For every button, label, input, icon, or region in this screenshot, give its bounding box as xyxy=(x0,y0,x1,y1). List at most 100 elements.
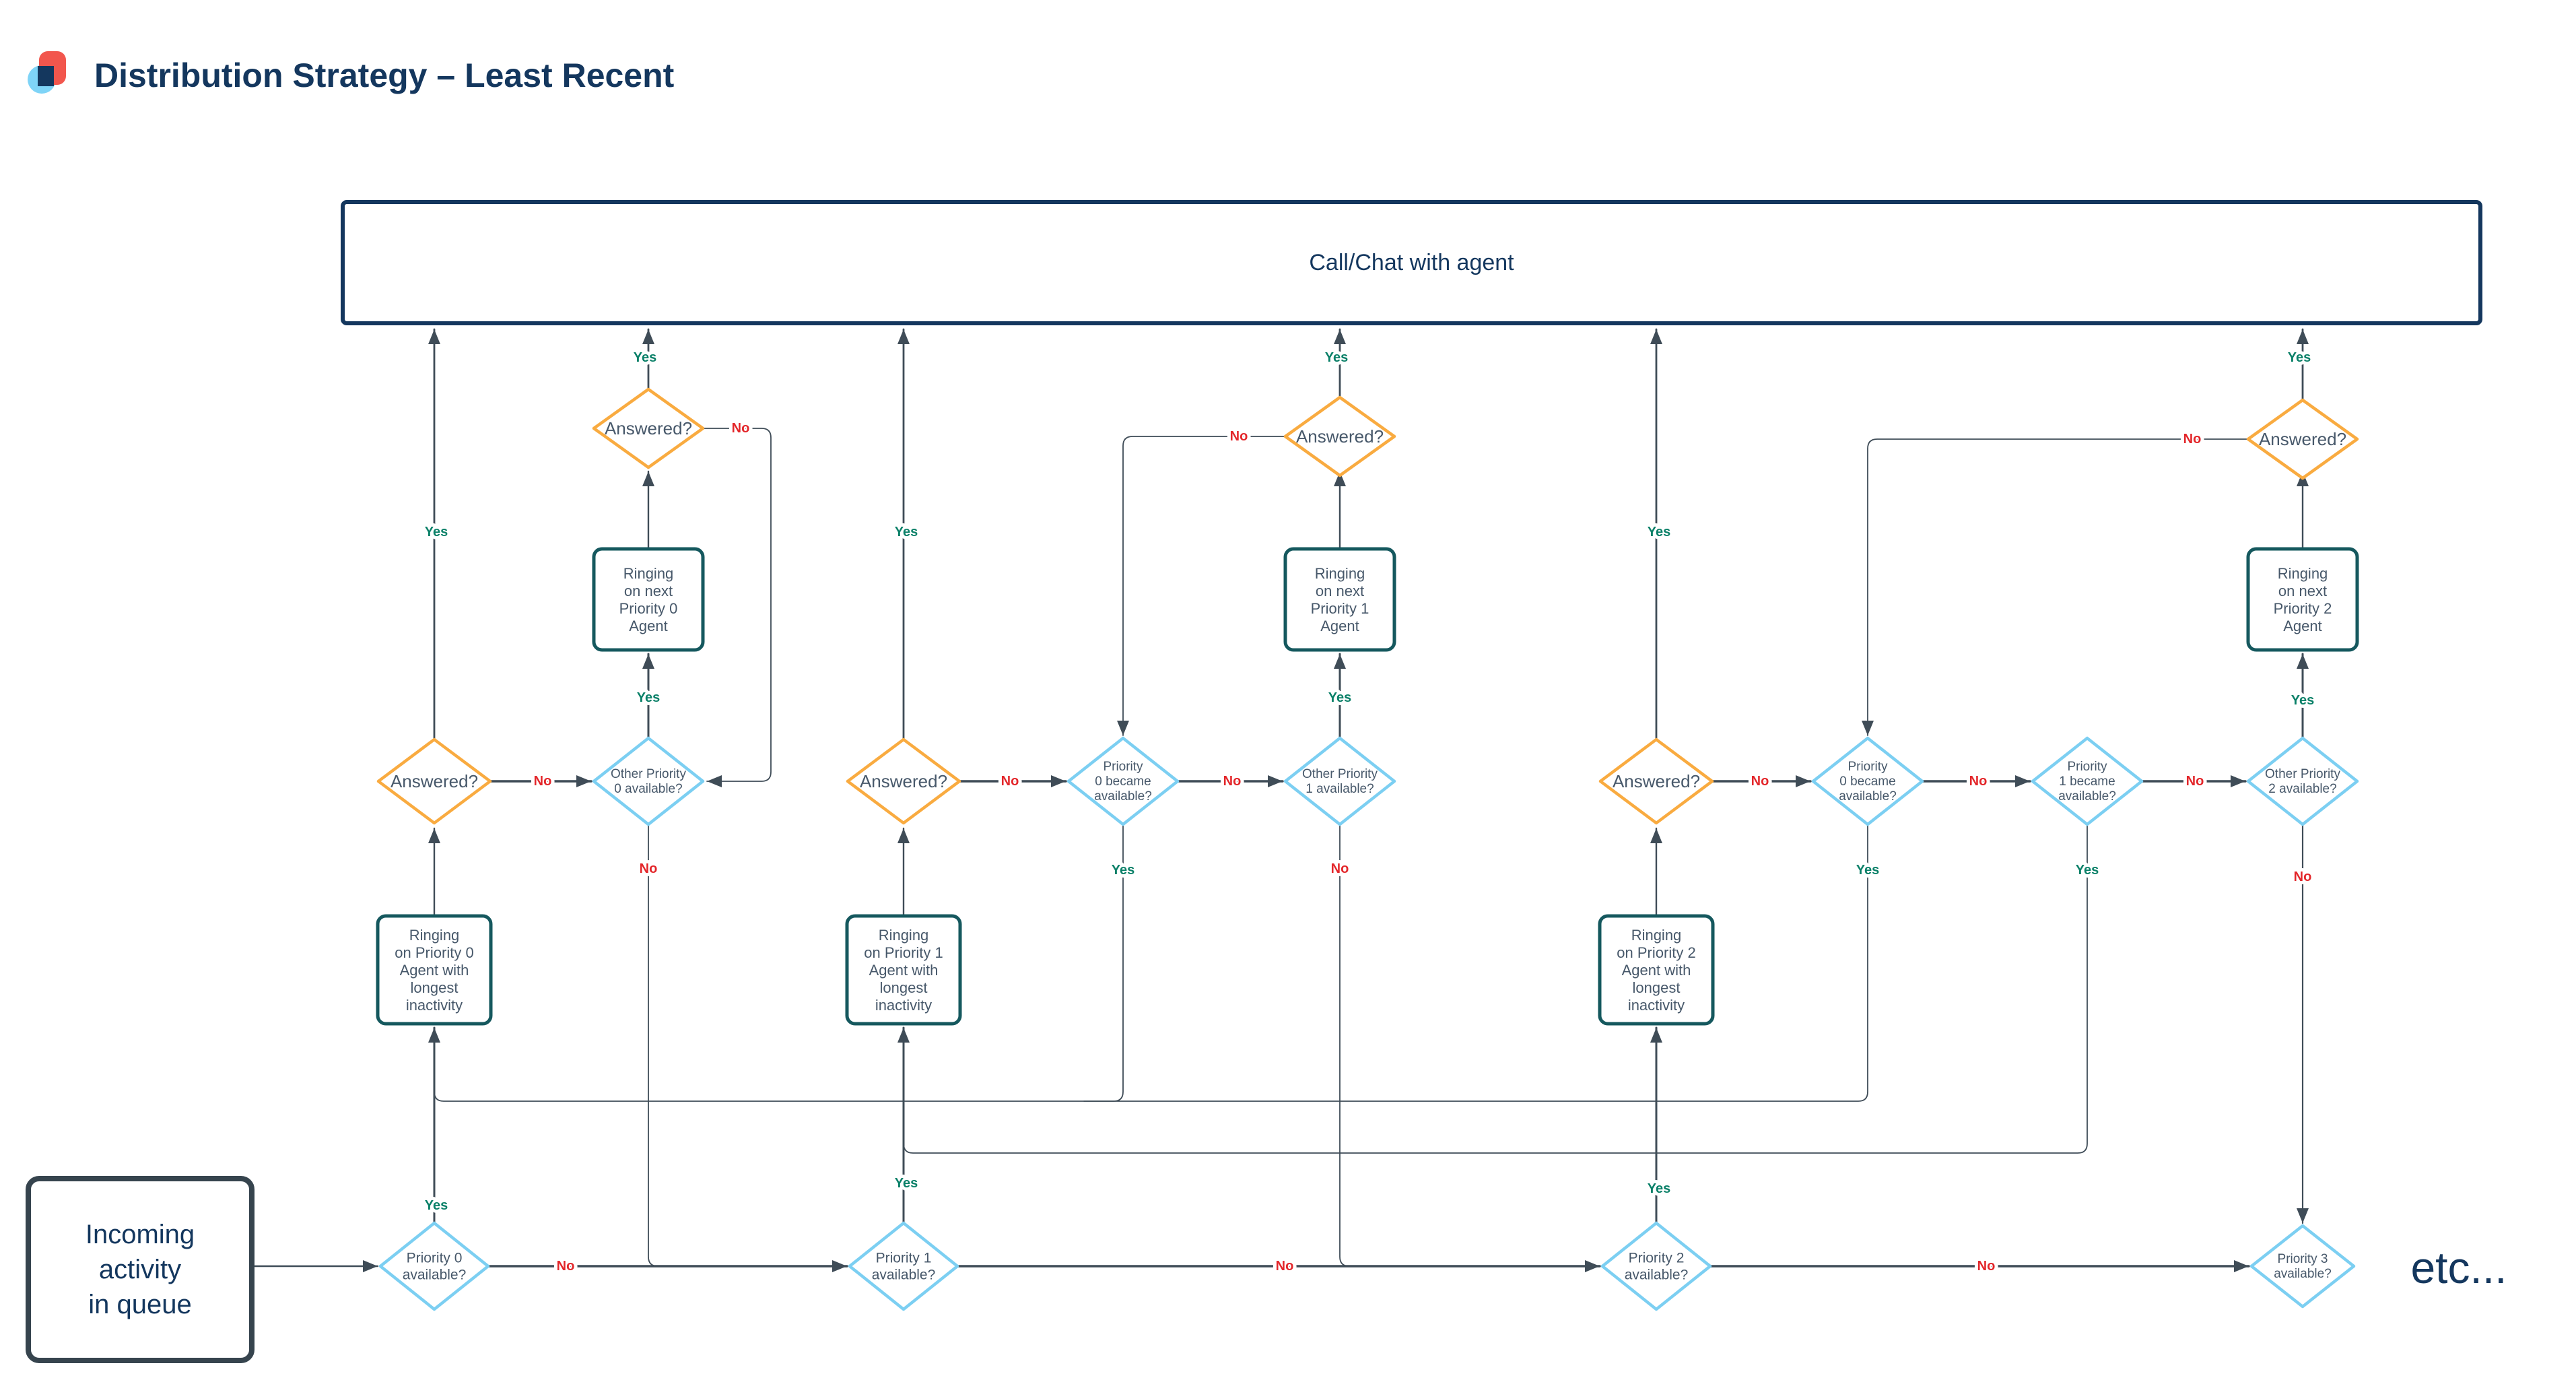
answered-top-3-label: Answered? xyxy=(2259,429,2346,449)
edge-answered-top-3-no-to-p0-became-2 xyxy=(1862,438,2249,736)
no-label-9: No xyxy=(2183,432,2202,447)
answered-top-2-label: Answered? xyxy=(1296,426,1384,447)
other-priority-2-available-shape xyxy=(2246,736,2359,826)
priority-1-became-available-shape xyxy=(2031,736,2144,826)
node-answered-mid-1: Answered? xyxy=(376,737,492,825)
incoming-activity-in-queue-shape xyxy=(26,1176,255,1363)
edge-p1-became-yes-return xyxy=(903,824,2088,1154)
priority-0-became-available-2-shape xyxy=(1811,736,1924,826)
node-call-chat-with-agent: Call/Chat with agent xyxy=(341,200,2482,325)
node-answered-mid-3: Answered? xyxy=(1598,737,1714,825)
edge-answered-top-2-no-to-p0-became xyxy=(1117,436,1286,736)
answered-mid-2-label: Answered? xyxy=(860,771,947,791)
yes-label-11: Yes xyxy=(895,1176,918,1191)
ringing-longest-priority-2-shape xyxy=(1598,914,1715,1026)
no-label-14: No xyxy=(1276,1259,1294,1274)
node-answered-top-2: Answered? xyxy=(1283,395,1396,478)
no-label-13: No xyxy=(557,1259,575,1274)
node-answered-top-1: Answered? xyxy=(592,387,705,469)
yes-label-8: Yes xyxy=(1328,690,1351,705)
node-answered-top-3: Answered? xyxy=(2246,398,2359,480)
edge-answered-top-1-no-loop xyxy=(702,428,772,787)
yes-label-2: Yes xyxy=(895,525,918,539)
answered-mid-3-shape xyxy=(1598,737,1714,825)
answered-top-1-shape xyxy=(592,387,705,469)
flowchart-logo-icon xyxy=(28,51,66,94)
answered-top-2-shape xyxy=(1283,395,1396,478)
yes-label-5: Yes xyxy=(1325,350,1348,365)
no-label-3: No xyxy=(1223,774,1242,789)
no-label-12: No xyxy=(2294,869,2312,884)
ringing-next-priority-0-shape xyxy=(592,547,705,652)
answered-top-1-label: Answered? xyxy=(605,418,692,438)
priority-2-available-shape xyxy=(1600,1221,1712,1311)
logo-navy-shape xyxy=(38,66,54,86)
other-priority-1-available-shape xyxy=(1283,736,1396,826)
page-header: Distribution Strategy – Least Recent xyxy=(28,51,675,94)
answered-mid-3-label: Answered? xyxy=(1613,771,1700,791)
call-chat-with-agent-label: Call/Chat with agent xyxy=(1309,250,1514,275)
answered-top-3-shape xyxy=(2246,398,2359,480)
edge-other-p1-no-down-merge xyxy=(1339,824,1373,1267)
priority-0-became-available-1-shape xyxy=(1066,736,1180,826)
no-label-6: No xyxy=(2186,774,2204,789)
answered-mid-1-shape xyxy=(376,737,492,825)
no-label-15: No xyxy=(1977,1259,1996,1274)
etc-annotation: etc... xyxy=(2410,1243,2507,1292)
edges-layer xyxy=(250,328,2309,1272)
edge-other-p0-no-down-merge xyxy=(648,824,681,1267)
yes-label-10: Yes xyxy=(425,1198,448,1213)
yes-label-15: Yes xyxy=(2076,863,2099,878)
no-label-11: No xyxy=(1331,861,1349,876)
no-label-2: No xyxy=(1001,774,1019,789)
priority-0-available-shape xyxy=(378,1221,490,1311)
no-label-7: No xyxy=(732,421,750,436)
yes-label-12: Yes xyxy=(1648,1181,1670,1196)
yes-label-3: Yes xyxy=(1648,525,1670,539)
yes-label-7: Yes xyxy=(637,690,660,705)
answered-mid-1-label: Answered? xyxy=(391,771,478,791)
no-label-1: No xyxy=(534,774,552,789)
node-answered-mid-2: Answered? xyxy=(846,737,961,825)
no-label-4: No xyxy=(1751,774,1769,789)
no-label-10: No xyxy=(640,861,658,876)
call-chat-with-agent-shape xyxy=(341,200,2482,325)
ringing-longest-priority-1-shape xyxy=(845,914,962,1026)
ringing-longest-priority-0-shape xyxy=(376,914,493,1026)
yes-label-1: Yes xyxy=(425,525,448,539)
priority-1-available-shape xyxy=(848,1221,959,1311)
page-title: Distribution Strategy – Least Recent xyxy=(94,57,675,94)
yes-label-14: Yes xyxy=(1856,863,1879,878)
